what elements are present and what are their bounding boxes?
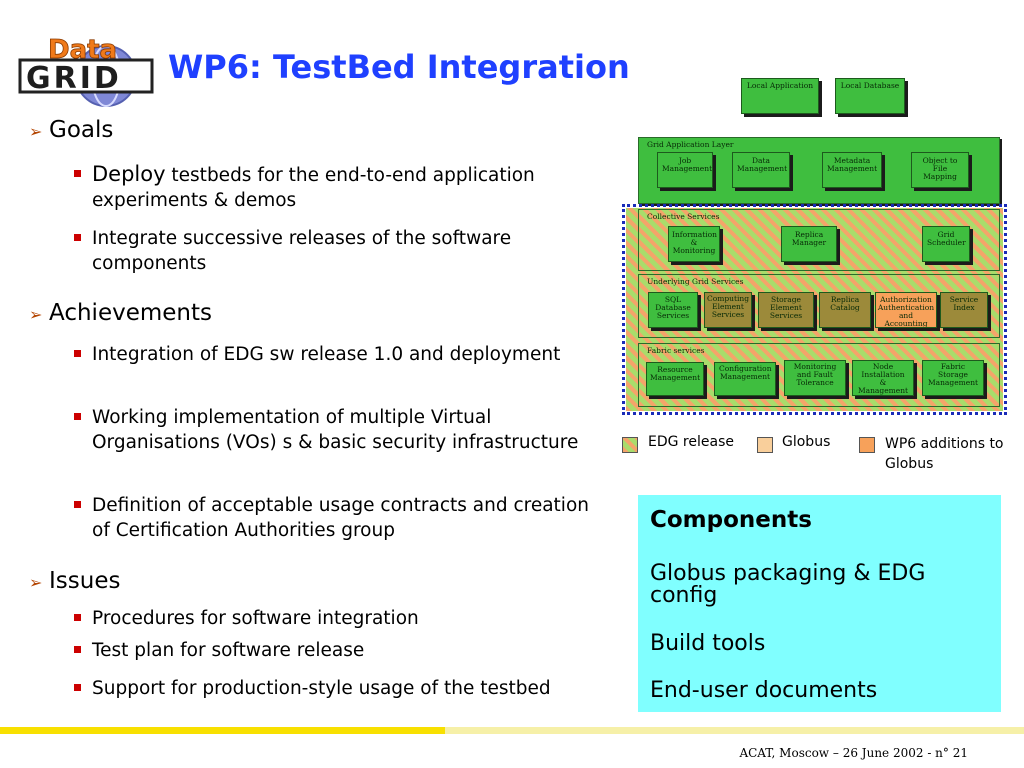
legend-label-wp6-additions: WP6 additions to Globus [885, 436, 1004, 472]
item-text: Procedures for software integration [92, 608, 419, 629]
item-text: Support for production-style usage of th… [92, 678, 551, 699]
square-bullet-icon [74, 413, 81, 420]
arrow-bullet-icon: ➢ [29, 573, 43, 592]
components-item: End-user documents [650, 678, 878, 703]
box-monitoring-fault-tolerance: Monitoring and Fault Tolerance [784, 360, 846, 396]
edg-release-frame [622, 204, 1007, 415]
box-computing-element-services: Computing Element Services [704, 292, 752, 328]
item-lead: Deploy [92, 162, 166, 186]
box-configuration-management: Configuration Management [714, 362, 776, 396]
list-item: Procedures for software integration [74, 606, 612, 631]
section-achievements: ➢ Achievements [29, 300, 212, 326]
arrow-bullet-icon: ➢ [29, 122, 43, 141]
item-text: Test plan for software release [92, 640, 365, 661]
components-panel: Components Globus packaging & EDG config… [638, 495, 1001, 712]
list-item: Integration of EDG sw release 1.0 and de… [74, 342, 612, 367]
square-bullet-icon [74, 234, 81, 241]
list-item: Support for production-style usage of th… [74, 676, 552, 701]
item-text: Working implementation of multiple Virtu… [92, 407, 579, 453]
list-item: Integrate successive releases of the sof… [74, 226, 612, 276]
box-node-installation-management: Node Installation & Management [852, 360, 914, 396]
box-object-to-file-mapping: Object to File Mapping [911, 152, 969, 188]
logo-top-text: Data [48, 36, 117, 65]
square-bullet-icon [74, 614, 81, 621]
components-heading: Components [650, 507, 812, 533]
box-authorization-authentication-accounting: Authorization Authentication and Account… [875, 292, 937, 328]
datagrid-logo: Data GRID [18, 35, 154, 108]
section-heading: Achievements [49, 300, 212, 326]
box-metadata-management: Metadata Management [822, 152, 882, 188]
footer-bar-yellow [0, 727, 445, 734]
footer-text: ACAT, Moscow – 26 June 2002 - n° 21 [739, 746, 968, 760]
slide-title: WP6: TestBed Integration [168, 48, 630, 86]
list-item: Definition of acceptable usage contracts… [74, 493, 612, 543]
list-item: Working implementation of multiple Virtu… [74, 405, 612, 455]
box-grid-scheduler: Grid Scheduler [922, 226, 970, 262]
arrow-bullet-icon: ➢ [29, 305, 43, 324]
legend-swatch-wp6-additions [859, 437, 875, 453]
square-bullet-icon [74, 170, 81, 177]
box-job-management: Job Management [657, 152, 713, 188]
box-replica-catalog: Replica Catalog [819, 292, 871, 328]
local-database-box: Local Database [835, 78, 905, 114]
section-issues: ➢ Issues [29, 568, 121, 594]
footer-bar-pale [445, 727, 1024, 734]
legend-label-globus: Globus [782, 434, 831, 450]
item-text: testbeds for the end-to-end application … [92, 165, 535, 211]
section-goals: ➢ Goals [29, 117, 114, 143]
list-item: Deploy testbeds for the end-to-end appli… [74, 162, 612, 213]
square-bullet-icon [74, 684, 81, 691]
box-storage-element-services: Storage Element Services [758, 292, 814, 328]
box-fabric-storage-management: Fabric Storage Management [922, 360, 984, 396]
legend-swatch-globus [757, 437, 773, 453]
item-text: Definition of acceptable usage contracts… [92, 495, 589, 541]
components-item: Globus packaging & EDG config [650, 561, 926, 608]
box-information-monitoring: Information & Monitoring [668, 226, 720, 262]
section-heading: Issues [49, 568, 121, 594]
legend-label-edg-release: EDG release [648, 434, 734, 450]
legend-swatch-edg-release [622, 437, 638, 453]
box-data-management: Data Management [732, 152, 790, 188]
local-application-box: Local Application [741, 78, 819, 114]
box-replica-manager: Replica Manager [781, 226, 837, 262]
square-bullet-icon [74, 350, 81, 357]
box-sql-database-services: SQL Database Services [648, 292, 698, 328]
list-item: Test plan for software release [74, 638, 612, 663]
square-bullet-icon [74, 501, 81, 508]
logo-bottom-text: GRID [26, 61, 122, 96]
item-text: Integrate successive releases of the sof… [92, 228, 512, 274]
item-text: Integration of EDG sw release 1.0 and de… [92, 344, 561, 365]
components-item: Build tools [650, 631, 766, 656]
box-service-index: Service Index [940, 292, 988, 328]
square-bullet-icon [74, 646, 81, 653]
box-resource-management: Resource Management [646, 362, 704, 396]
section-heading: Goals [49, 117, 114, 143]
